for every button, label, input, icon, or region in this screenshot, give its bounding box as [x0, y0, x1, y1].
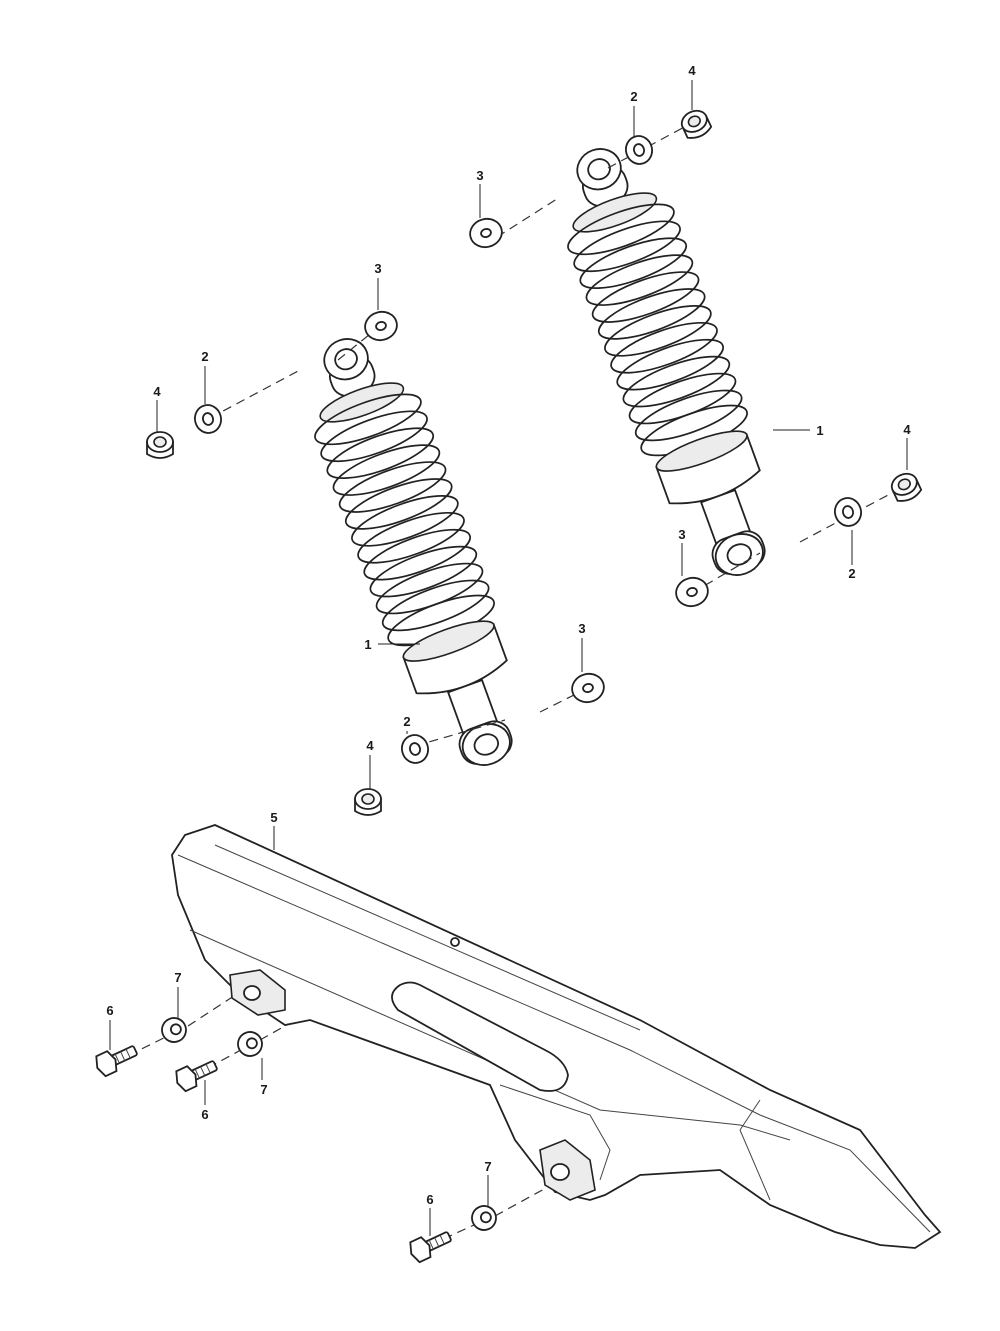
washer-guard-3 [467, 1201, 501, 1235]
washer-large-1 [466, 214, 506, 252]
washer-large-4 [568, 669, 608, 707]
flange-bolt-2 [171, 1054, 221, 1094]
label-washer-large: 3 [374, 261, 381, 276]
label-washer-guard: 7 [174, 970, 181, 985]
label-flange-bolt: 6 [201, 1107, 208, 1122]
washer-small-3 [830, 494, 866, 530]
label-cap-nut: 4 [366, 738, 374, 753]
cap-nut-1 [677, 105, 714, 143]
cap-nut-4 [354, 788, 382, 816]
label-cap-nut: 4 [153, 384, 161, 399]
label-shock-absorber: 1 [364, 637, 371, 652]
label-washer-large: 3 [678, 527, 685, 542]
washer-guard-1 [157, 1013, 191, 1047]
label-washer-large: 3 [578, 621, 585, 636]
cap-nut-3 [887, 468, 924, 506]
part-labels: 4 2 3 3 2 4 1 4 2 3 1 3 2 4 5 6 7 6 7 6 … [106, 63, 911, 1207]
washer-large-3 [672, 573, 712, 611]
label-shock-absorber: 1 [816, 423, 823, 438]
label-flange-bolt: 6 [426, 1192, 433, 1207]
label-washer-small: 2 [848, 566, 855, 581]
washer-guard-2 [233, 1027, 267, 1061]
label-washer-large: 3 [476, 168, 483, 183]
shock-absorber-right [540, 131, 799, 592]
washer-small-4 [397, 731, 433, 767]
washer-small-2 [190, 401, 226, 437]
label-washer-guard: 7 [260, 1082, 267, 1097]
label-cap-nut: 4 [688, 63, 696, 78]
shock-absorber-left [287, 321, 546, 782]
label-flange-bolt: 6 [106, 1003, 113, 1018]
label-cap-nut: 4 [903, 422, 911, 437]
washer-small-1 [621, 132, 657, 168]
flange-bolt-1 [91, 1039, 141, 1079]
leader-lines [109, 80, 908, 1236]
label-washer-small: 2 [630, 89, 637, 104]
label-washer-small: 2 [403, 714, 410, 729]
chain-guard [171, 824, 942, 1249]
label-chain-guard: 5 [270, 810, 277, 825]
label-washer-guard: 7 [484, 1159, 491, 1174]
washer-large-2 [361, 307, 401, 345]
label-washer-small: 2 [201, 349, 208, 364]
cap-nut-2 [146, 431, 174, 459]
